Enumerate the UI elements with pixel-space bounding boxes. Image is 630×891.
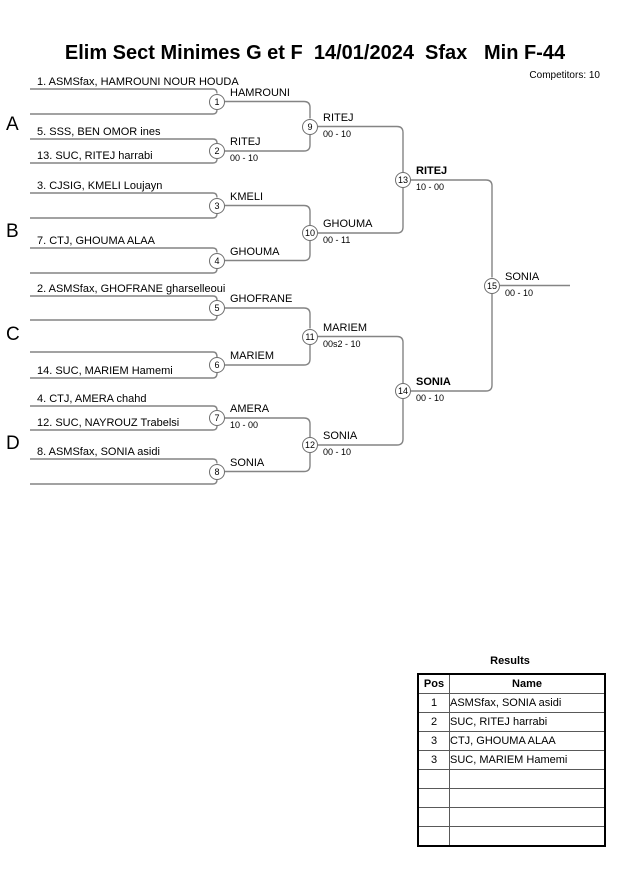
match-winner-label: RITEJ [416,165,448,177]
match-winner-label: AMERA [230,403,270,415]
table-row: 3 CTJ, GHOUMA ALAA [417,731,606,751]
results-table: Pos Name 1 ASMSfax, SONIA asidi 2 SUC, R… [417,673,606,847]
round1-pair-lines [30,88,218,485]
match-number-circle: 11 [302,328,318,345]
competitors-count: Competitors: 10 [529,70,600,81]
seed-entry: 14. SUC, MARIEM Hamemi [37,365,173,377]
match-winner-label: MARIEM [230,350,274,362]
result-name: CTJ, GHOUMA ALAA [449,731,606,751]
match-number-circle: 8 [209,463,225,480]
table-row [417,788,606,808]
seed-entry: 2. ASMSfax, GHOFRANE gharselleoui [37,283,226,295]
match-score: 00s2 - 10 [323,338,361,349]
table-row [417,826,606,847]
result-name [449,788,606,808]
seed-entry: 4. CTJ, AMERA chahd [37,393,147,405]
final-connectors [411,179,570,392]
result-name [449,826,606,847]
match-score: 00 - 10 [416,393,445,403]
table-row [417,807,606,827]
bracket-lines-svg [30,88,570,485]
result-pos [417,826,450,847]
result-pos [417,769,450,789]
match-score: 10 - 00 [230,420,259,430]
match-number-circle: 10 [302,225,318,241]
result-pos: 3 [417,750,450,770]
round2-connectors [225,100,311,473]
match-winner-label: SONIA [416,376,451,388]
results-col-pos: Pos [417,673,450,694]
results-header-row: Pos Name [417,673,606,694]
semifinal-connectors [318,125,404,446]
match-number-circle: 14 [395,383,411,399]
match-score: 00 - 10 [505,287,534,298]
table-row: 1 ASMSfax, SONIA asidi [417,693,606,713]
page-title: Elim Sect Minimes G et F 14/01/2024 Sfax… [64,42,566,64]
match-winner-label: RITEJ [230,136,261,148]
match-number-circle: 15 [484,277,500,294]
match-winner-label: GHOFRANE [230,293,293,305]
match-number-circle: 4 [209,252,225,269]
seed-entry: 5. SSS, BEN OMOR ines [37,126,161,138]
match-winner-label: SONIA [323,430,358,442]
match-score: 00 - 10 [230,153,259,163]
seed-entry: 8. ASMSfax, SONIA asidi [37,446,160,458]
match-score: 10 - 00 [416,182,445,192]
match-number-circle: 12 [302,437,318,453]
seed-entry: 13. SUC, RITEJ harrabi [37,150,153,162]
seed-entry: 1. ASMSfax, HAMROUNI NOUR HOUDA [37,76,239,88]
group-label-c: C [6,324,20,345]
result-pos [417,788,450,808]
result-pos: 1 [417,693,450,713]
table-row: 3 SUC, MARIEM Hamemi [417,750,606,770]
result-pos [417,807,450,827]
match-winner-label: RITEJ [323,111,354,124]
seed-entry: 3. CJSIG, KMELI Loujayn [37,180,163,192]
group-label-d: D [6,433,20,454]
group-label-b: B [6,221,19,242]
match-score: 00 - 10 [323,128,352,139]
match-score: 00 - 11 [323,235,351,245]
group-label-a: A [6,114,19,135]
match-winner-label: GHOUMA [323,218,373,230]
result-name [449,769,606,789]
match-winner-label: KMELI [230,190,264,203]
match-number-circle: 13 [395,172,411,188]
match-number-circle: 7 [209,410,225,426]
match-winner-label: SONIA [505,270,540,283]
result-name: SUC, MARIEM Hamemi [449,750,606,770]
results-title: Results [490,655,530,667]
match-score: 00 - 10 [323,447,352,457]
match-winner-label: HAMROUNI [230,87,290,99]
match-winner-label: MARIEM [323,321,367,334]
table-row: 2 SUC, RITEJ harrabi [417,712,606,732]
match-number-circle: 9 [302,118,318,135]
match-number-circle: 3 [209,197,225,214]
seed-entry: 7. CTJ, GHOUMA ALAA [37,235,155,247]
results-col-name: Name [449,673,606,694]
match-number-circle: 6 [209,357,225,373]
result-name: ASMSfax, SONIA asidi [449,693,606,713]
result-pos: 3 [417,731,450,751]
match-winner-label: GHOUMA [230,245,280,258]
match-number-circle: 2 [209,143,225,159]
seed-entry: 12. SUC, NAYROUZ Trabelsi [37,417,180,429]
result-name [449,807,606,827]
match-number-circle: 5 [209,300,225,316]
result-pos: 2 [417,712,450,732]
result-name: SUC, RITEJ harrabi [449,712,606,732]
match-winner-label: SONIA [230,456,265,469]
match-number-circle: 1 [209,93,225,110]
table-row [417,769,606,789]
